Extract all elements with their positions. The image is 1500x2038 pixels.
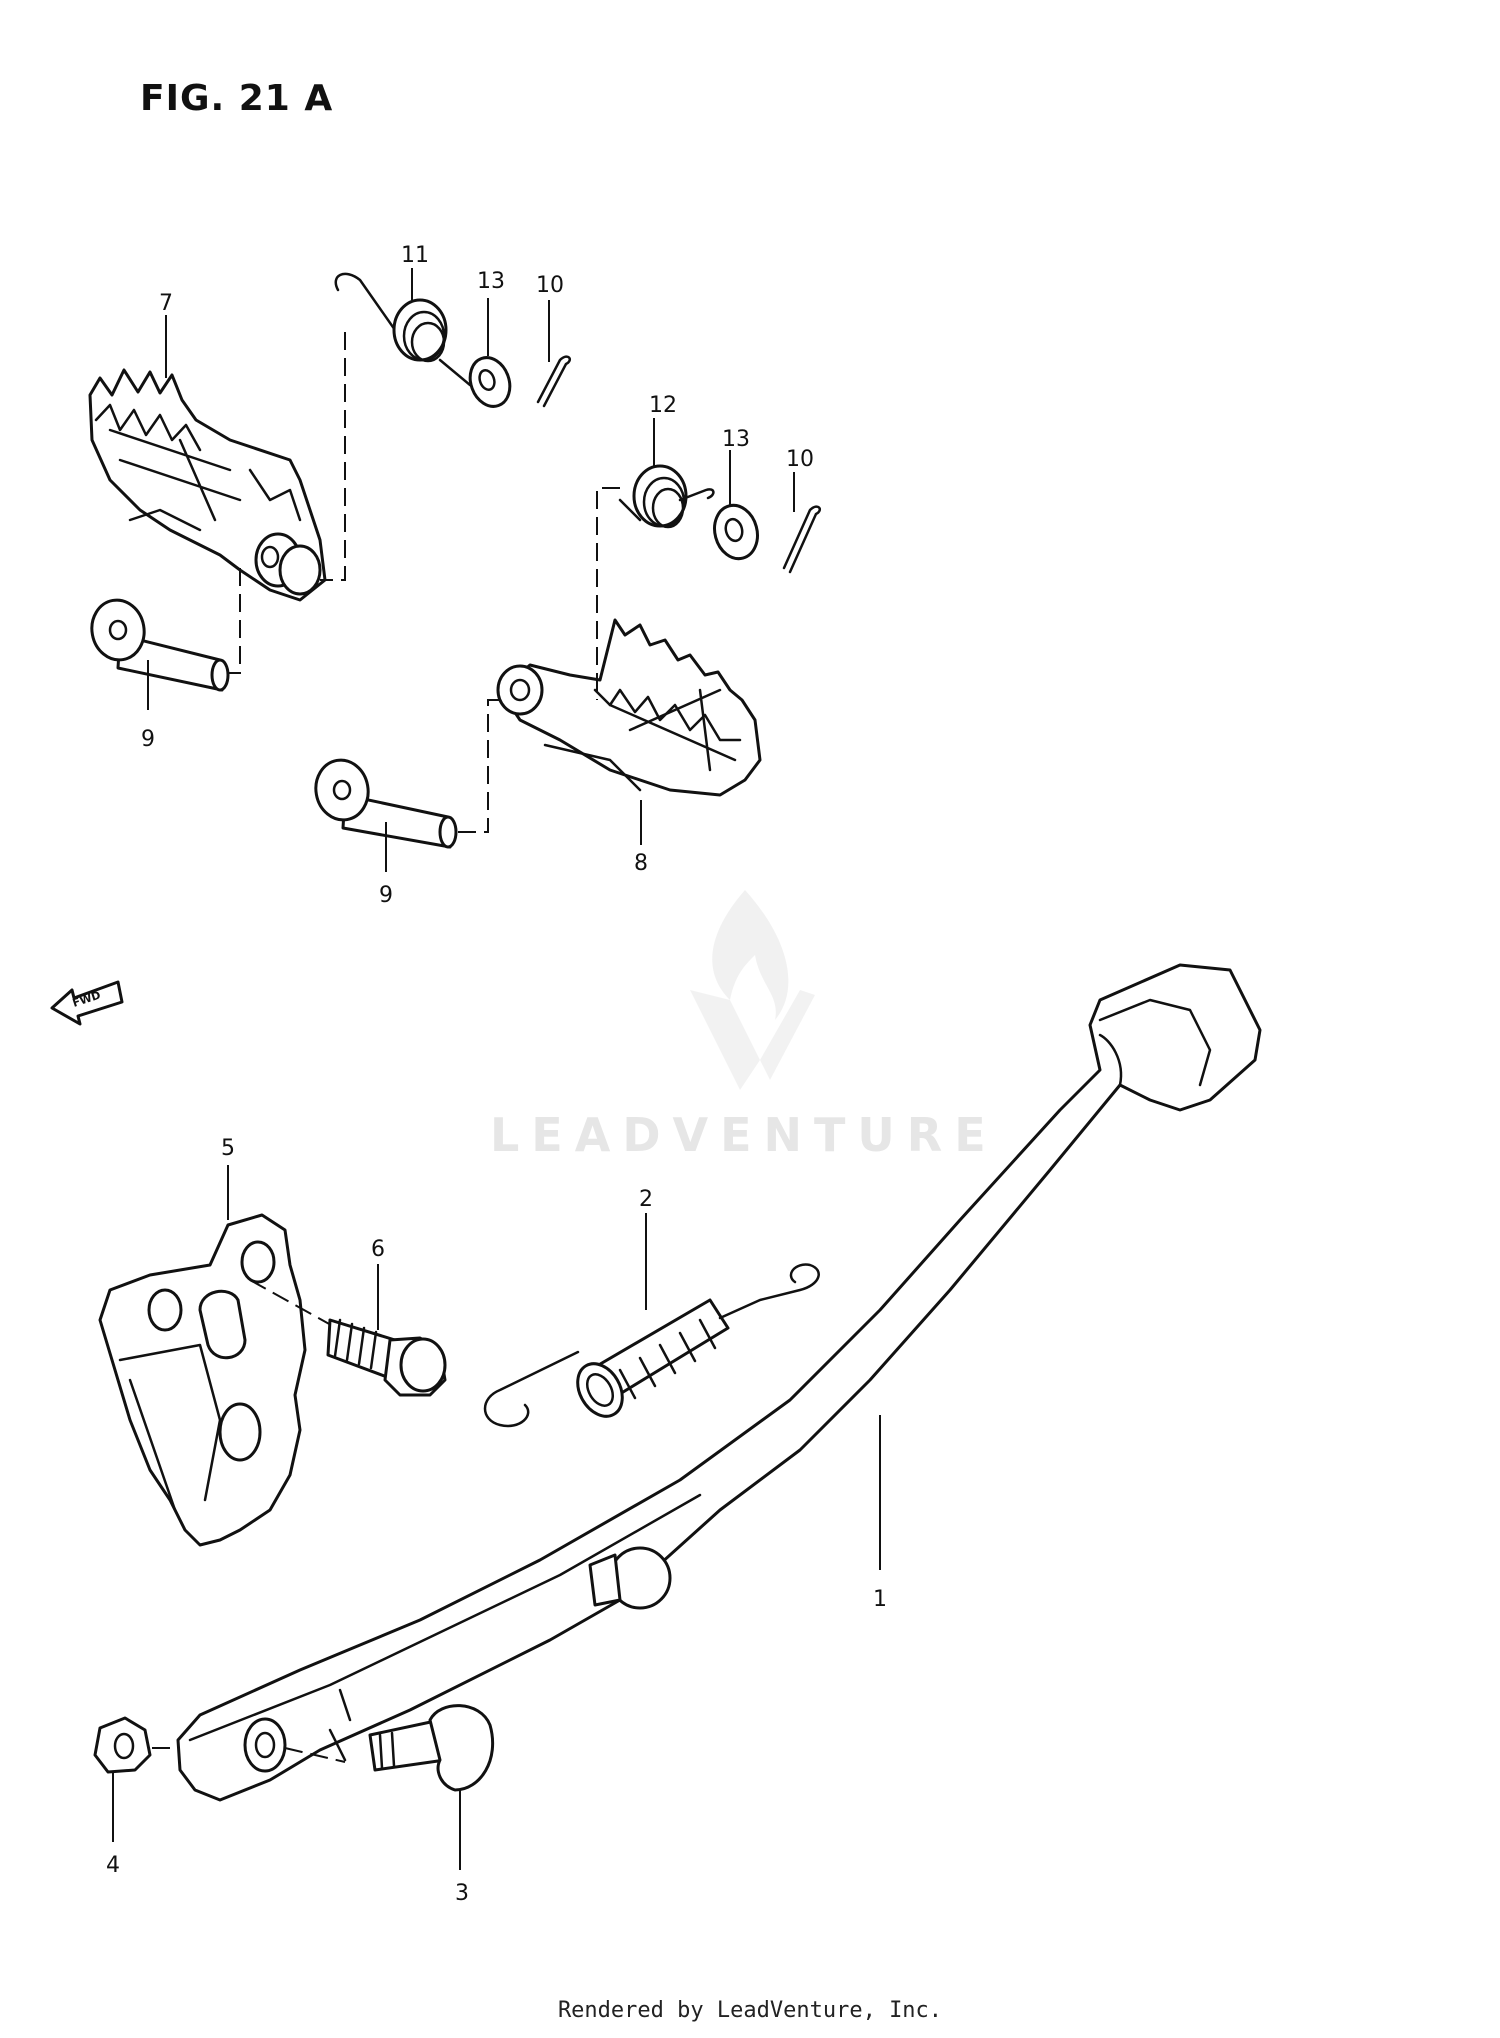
assembly-line [222, 568, 241, 674]
footrest-right-drawing [496, 618, 762, 797]
callout-6: 6 [371, 1237, 385, 1262]
callout-12: 12 [649, 393, 677, 418]
callout-8: 8 [634, 851, 648, 876]
callout-1: 1 [873, 1587, 887, 1612]
washer-right-drawing [713, 503, 759, 561]
assembly-line [450, 699, 500, 833]
cotter-pin-right-drawing [782, 505, 821, 574]
assembly-line [249, 1279, 341, 1331]
callout-10b: 10 [786, 447, 814, 472]
footrest-pin-left-drawing [90, 598, 230, 692]
callout-2: 2 [639, 1187, 653, 1212]
washer-left-drawing [468, 356, 512, 408]
footrest-pin-right-drawing [314, 758, 458, 849]
assembly-line [596, 487, 620, 700]
callout-5: 5 [221, 1136, 235, 1161]
footer-credit: Rendered by LeadVenture, Inc. [557, 1998, 943, 2023]
watermark-text: LEADVENTURE [490, 1108, 998, 1162]
stand-bracket-drawing [98, 1213, 307, 1547]
bracket-bolt-drawing [326, 1318, 447, 1397]
callout-4: 4 [106, 1853, 120, 1878]
footrest-spring-right-drawing [618, 464, 715, 529]
callout-7: 7 [159, 291, 173, 316]
fwd-arrow-icon: FWD [50, 980, 124, 1026]
callout-13a: 13 [477, 269, 505, 294]
assembly-line [320, 332, 346, 581]
stand-nut-drawing [93, 1716, 152, 1774]
footrest-left-drawing [88, 368, 327, 602]
leader-lines [112, 268, 881, 1870]
callout-3: 3 [455, 1881, 469, 1906]
cotter-pin-left-drawing [536, 355, 571, 408]
callout-11: 11 [401, 243, 429, 268]
footrest-spring-left-drawing [334, 272, 472, 387]
callout-labels: 7 11 13 10 12 13 10 9 9 8 5 6 2 1 3 4 [106, 243, 887, 1906]
callout-9b: 9 [379, 883, 393, 908]
watermark-logo [690, 890, 815, 1090]
stand-bolt-drawing [368, 1704, 495, 1792]
stand-drawing [176, 963, 1262, 1802]
page-title: FIG. 21 A [140, 78, 334, 119]
callout-9a: 9 [141, 727, 155, 752]
callout-10a: 10 [536, 273, 564, 298]
callout-13b: 13 [722, 427, 750, 452]
stand-spring-drawing [483, 1263, 820, 1428]
